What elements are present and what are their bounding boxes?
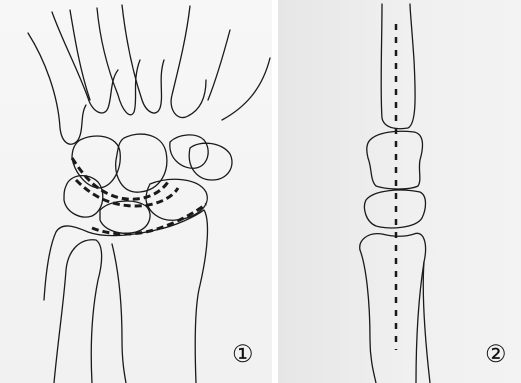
panel-label-1: ① xyxy=(232,342,254,366)
radius-inner xyxy=(112,244,126,383)
finger-drawing xyxy=(278,0,521,383)
radius-outline xyxy=(44,210,207,383)
metacarpal-6 xyxy=(208,30,230,100)
guide-line-middle xyxy=(76,180,178,206)
panel-wrist: ① xyxy=(0,0,272,383)
metacarpal-4 xyxy=(122,5,164,113)
panel-finger: ② xyxy=(278,0,521,383)
carpal-capitate xyxy=(116,134,167,192)
metacarpal-3 xyxy=(97,8,140,115)
metacarpal-shaft-a xyxy=(70,10,90,100)
metacarpal-5 xyxy=(171,6,206,118)
panel-label-2: ② xyxy=(485,342,507,366)
metacarpal-shaft-left xyxy=(360,250,376,383)
phalanx-middle xyxy=(367,131,423,189)
metacarpal-2 xyxy=(52,12,118,113)
carpal-pisiform xyxy=(189,143,232,180)
metacarpal-shaft xyxy=(360,233,430,383)
metacarpal-7 xyxy=(222,58,270,120)
ulna-outline xyxy=(54,240,102,383)
wrist-drawing xyxy=(0,0,272,383)
phalanx-distal xyxy=(381,4,415,129)
